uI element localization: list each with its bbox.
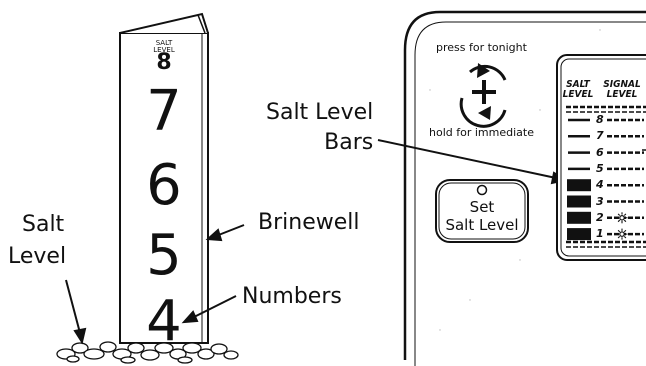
salt-level-bars-line2: Bars bbox=[324, 130, 374, 155]
level-number-8: 8 bbox=[596, 113, 604, 126]
set-salt-level-button[interactable]: Set Salt Level bbox=[436, 180, 528, 242]
brinewell-digit-8: 8 bbox=[156, 50, 172, 75]
level-number-3: 3 bbox=[596, 194, 604, 208]
brinewell-top-caption: SALT LEVEL bbox=[119, 40, 209, 54]
salt-level-label-line1: Salt bbox=[22, 212, 65, 237]
brinewell-digit-6: 6 bbox=[146, 153, 182, 218]
plus-button[interactable] bbox=[458, 64, 510, 120]
signal-col-line2: LEVEL bbox=[606, 89, 638, 100]
salt-level-bars-line1: Salt Level bbox=[266, 100, 374, 125]
set-button-line2: Salt Level bbox=[445, 216, 519, 234]
press-for-tonight-text: press for tonight bbox=[436, 41, 527, 54]
brinewell-cap bbox=[119, 12, 209, 34]
brinewell-caption-line2: LEVEL bbox=[153, 46, 175, 54]
brinewell-label: Brinewell bbox=[258, 210, 360, 235]
level-number-5: 5 bbox=[596, 161, 604, 175]
signal-col-line1: SIGNAL bbox=[603, 79, 641, 90]
salt-col-line1: SALT bbox=[566, 79, 590, 90]
salt-level-bar-3 bbox=[567, 195, 591, 208]
brinewell-caption-line1: SALT bbox=[155, 39, 173, 47]
brinewell-digit-5: 5 bbox=[146, 223, 182, 288]
control-panel-outline bbox=[403, 10, 646, 360]
salt-pebbles bbox=[56, 341, 239, 364]
set-salt-level-button-frame bbox=[435, 179, 529, 243]
hold-for-immediate-text: hold for immediate bbox=[429, 126, 534, 139]
salt-level-bar-1 bbox=[567, 228, 591, 241]
salt-level-bar-2 bbox=[567, 211, 591, 224]
level-number-2: 2 bbox=[596, 210, 604, 224]
signal-level-column-header: SIGNAL LEVEL bbox=[602, 80, 642, 100]
level-number-4: 4 bbox=[596, 178, 604, 192]
brinewell-column bbox=[119, 32, 209, 344]
signal-light-icon-1 bbox=[616, 228, 628, 240]
level-number-7: 7 bbox=[596, 129, 604, 143]
signal-light-icon-2 bbox=[616, 212, 628, 224]
salt-level-bars-label: Salt Level Bars bbox=[266, 100, 373, 156]
set-button-indicator-light bbox=[476, 184, 488, 196]
callout-arrows bbox=[65, 139, 569, 345]
level-number-6: 6 bbox=[596, 145, 604, 159]
plus-button-graphic bbox=[459, 64, 507, 128]
level-number-1: 1 bbox=[596, 227, 604, 241]
salt-level-bar-4 bbox=[567, 179, 591, 192]
salt-col-line2: LEVEL bbox=[562, 89, 594, 100]
salt-level-label: Salt Level bbox=[8, 212, 66, 270]
set-button-line1: Set bbox=[469, 198, 495, 216]
numbers-label: Numbers bbox=[242, 284, 342, 309]
salt-level-label-line2: Level bbox=[8, 244, 67, 269]
brinewell-digit-7: 7 bbox=[146, 79, 182, 144]
brinewell-digit-4: 4 bbox=[146, 289, 182, 354]
salt-level-column-header: SALT LEVEL bbox=[562, 80, 594, 100]
